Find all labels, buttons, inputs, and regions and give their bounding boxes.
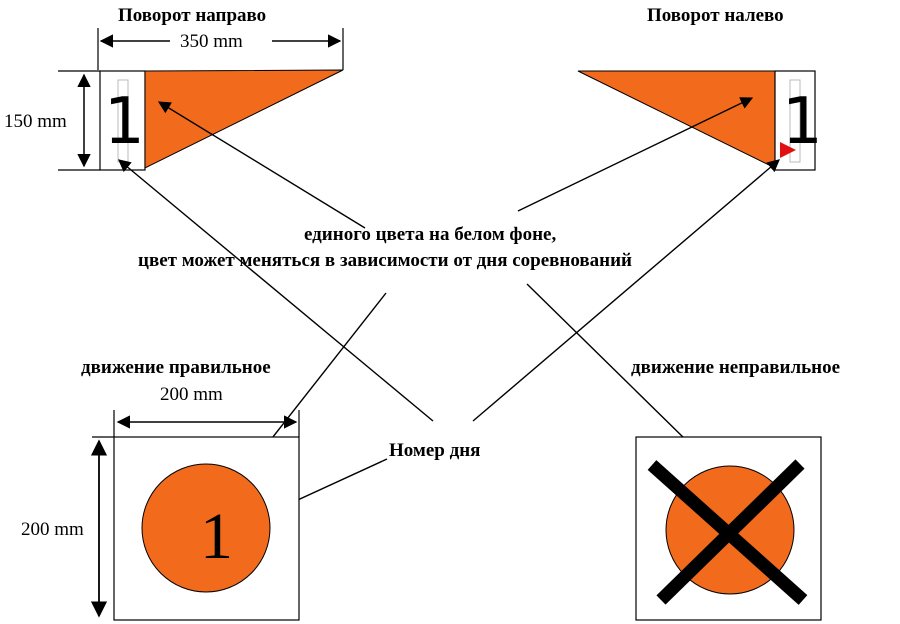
turn-right-arrow-triangle bbox=[144, 69, 344, 169]
leader-note-to-right-triangle bbox=[157, 101, 366, 229]
turn-right-day-number: 1 bbox=[104, 85, 145, 159]
turn-left-arrow-triangle bbox=[577, 70, 776, 169]
title-turn-right: Поворот направо bbox=[118, 5, 266, 26]
leader-day-to-right-number bbox=[118, 159, 434, 422]
dim-label-200-width: 200 mm bbox=[160, 384, 223, 405]
title-turn-left: Поворот налево bbox=[647, 5, 784, 26]
correct-day-number: 1 bbox=[200, 500, 233, 573]
note-line-2: цвет может меняться в зависимости от дня… bbox=[138, 250, 632, 271]
correct-sign-circle bbox=[141, 463, 271, 593]
leader-day-to-left-number bbox=[472, 159, 780, 422]
turn-left-red-marker bbox=[780, 142, 796, 158]
turn-left-sign-stripe bbox=[789, 79, 801, 163]
note-day-number: Номер дня bbox=[389, 440, 480, 461]
dim-label-350: 350 mm bbox=[180, 31, 243, 52]
cross-stroke-2 bbox=[656, 459, 805, 605]
dim-label-150: 150 mm bbox=[4, 111, 67, 132]
title-correct: движение правильное bbox=[81, 357, 271, 378]
note-line-1: единого цвета на белом фоне, bbox=[304, 224, 556, 245]
dim-label-200-height: 200 mm bbox=[21, 519, 84, 540]
title-incorrect: движение неправильное bbox=[631, 357, 840, 378]
leader-note-to-left-triangle bbox=[517, 97, 754, 212]
